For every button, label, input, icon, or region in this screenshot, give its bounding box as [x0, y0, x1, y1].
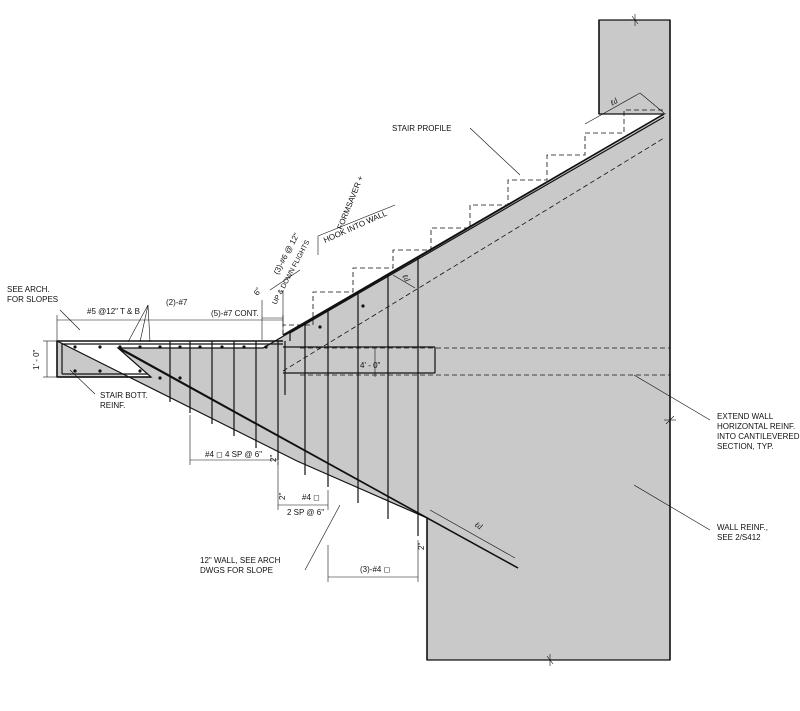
reinforcement-bars — [61, 116, 665, 569]
see-arch-label-line1: SEE ARCH. — [7, 285, 50, 294]
extend-wall-label-line3: INTO CANTILEVERED — [717, 432, 800, 441]
bars-2-7-label: (2)-#7 — [166, 298, 188, 307]
stair-bott-label-line2: REINF. — [100, 401, 125, 410]
extend-wall-label-line2: HORIZONTAL REINF. — [717, 422, 795, 431]
sp-4-label: #4 ◻ 4 SP @ 6" — [205, 450, 262, 459]
ld-low-label: ℓd — [473, 520, 485, 532]
wall-12-label-line2: DWGS FOR SLOPE — [200, 566, 273, 575]
dim-2in-a-label: 2" — [269, 455, 278, 462]
stair-profile-dashed — [282, 109, 664, 335]
dim-4ft-label: 4' - 0" — [360, 361, 381, 370]
sp-2-label: 2 SP @ 6" — [287, 508, 324, 517]
ld-top-label: ℓd — [609, 96, 621, 108]
wall-reinf-dashed-diagonal — [282, 137, 665, 372]
extend-wall-label-line1: EXTEND WALL — [717, 412, 774, 421]
stair-profile-label: STAIR PROFILE — [392, 124, 451, 133]
wall-reinf-label-line1: WALL REINF., — [717, 523, 768, 532]
see-arch-label-line2: FOR SLOPES — [7, 295, 58, 304]
break-marks — [546, 14, 676, 666]
bars-5-label: #5 @12" T & B — [87, 307, 140, 316]
leader-lines — [59, 127, 711, 571]
extend-wall-label-line4: SECTION, TYP. — [717, 442, 774, 451]
concrete-wall-section — [56, 19, 671, 661]
rebar-dots — [73, 304, 365, 380]
wall-reinf-label-line2: SEE 2/S412 — [717, 533, 761, 542]
dim-6in-label: 6" — [252, 286, 264, 297]
dim-2in-c-label: 2" — [417, 543, 426, 550]
dim-2in-b-label: 2" — [278, 493, 287, 500]
bar-4-label: #4 ◻ — [302, 493, 320, 502]
bars-5-7-label: (5)-#7 CONT. — [211, 309, 259, 318]
dimension-lines — [43, 92, 665, 582]
wall-12-label-line1: 12" WALL, SEE ARCH — [200, 556, 281, 565]
hook-into-wall-label: HOOK INTO WALL — [322, 209, 389, 245]
dim-1ft-label: 1' - 0" — [32, 349, 41, 370]
stair-bott-label-line1: STAIR BOTT. — [100, 391, 148, 400]
ld-mid-label: ℓd — [400, 273, 412, 285]
bars-3-4-label: (3)-#4 ◻ — [360, 565, 390, 574]
